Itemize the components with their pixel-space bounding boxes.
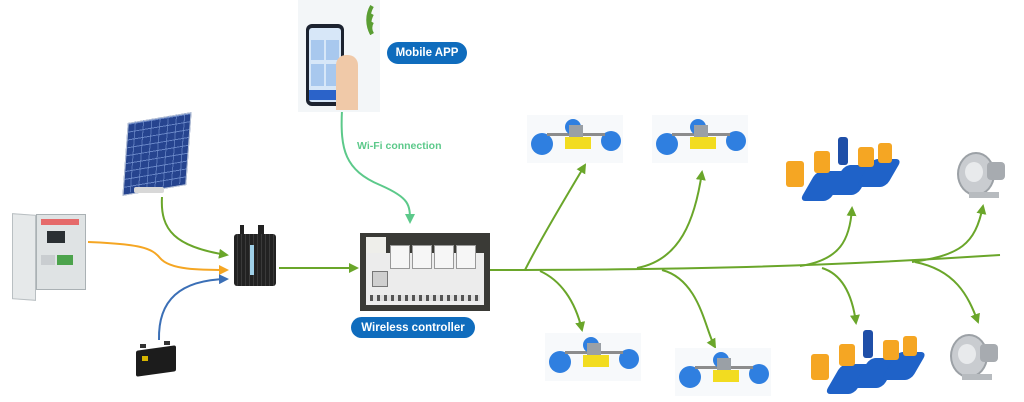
phone-screen xyxy=(309,28,341,102)
battery-image xyxy=(134,340,180,378)
mobile-app-badge: Mobile APP xyxy=(387,42,467,64)
impeller-aerator-bottom-1 xyxy=(545,333,641,381)
impeller-aerator-top-1 xyxy=(527,115,623,163)
wifi-link-line xyxy=(340,109,415,224)
paddlewheel-aerator-top xyxy=(778,135,904,207)
electrical-cabinet-image xyxy=(10,212,88,301)
mobile-phone-image xyxy=(298,0,380,112)
impeller-aerator-bottom-2 xyxy=(675,348,771,396)
impeller-aerator-top-2 xyxy=(652,115,748,163)
vortex-blower-top xyxy=(955,150,1007,202)
paddlewheel-aerator-bottom xyxy=(803,328,929,400)
inverter-image xyxy=(232,225,278,287)
battery-to-inverter-line xyxy=(157,274,229,341)
wireless-controller-image xyxy=(360,233,490,311)
vortex-blower-bottom xyxy=(948,332,1000,384)
controller-bus-line xyxy=(489,254,1001,271)
solar-to-inverter-line xyxy=(160,196,229,259)
cabinet-to-inverter-line xyxy=(87,241,229,275)
hand xyxy=(336,55,358,110)
wifi-connection-label: Wi-Fi connection xyxy=(357,140,442,152)
wifi-signal-icon xyxy=(366,5,374,35)
wireless-controller-badge: Wireless controller xyxy=(351,317,475,338)
solar-panel-image xyxy=(120,112,195,197)
